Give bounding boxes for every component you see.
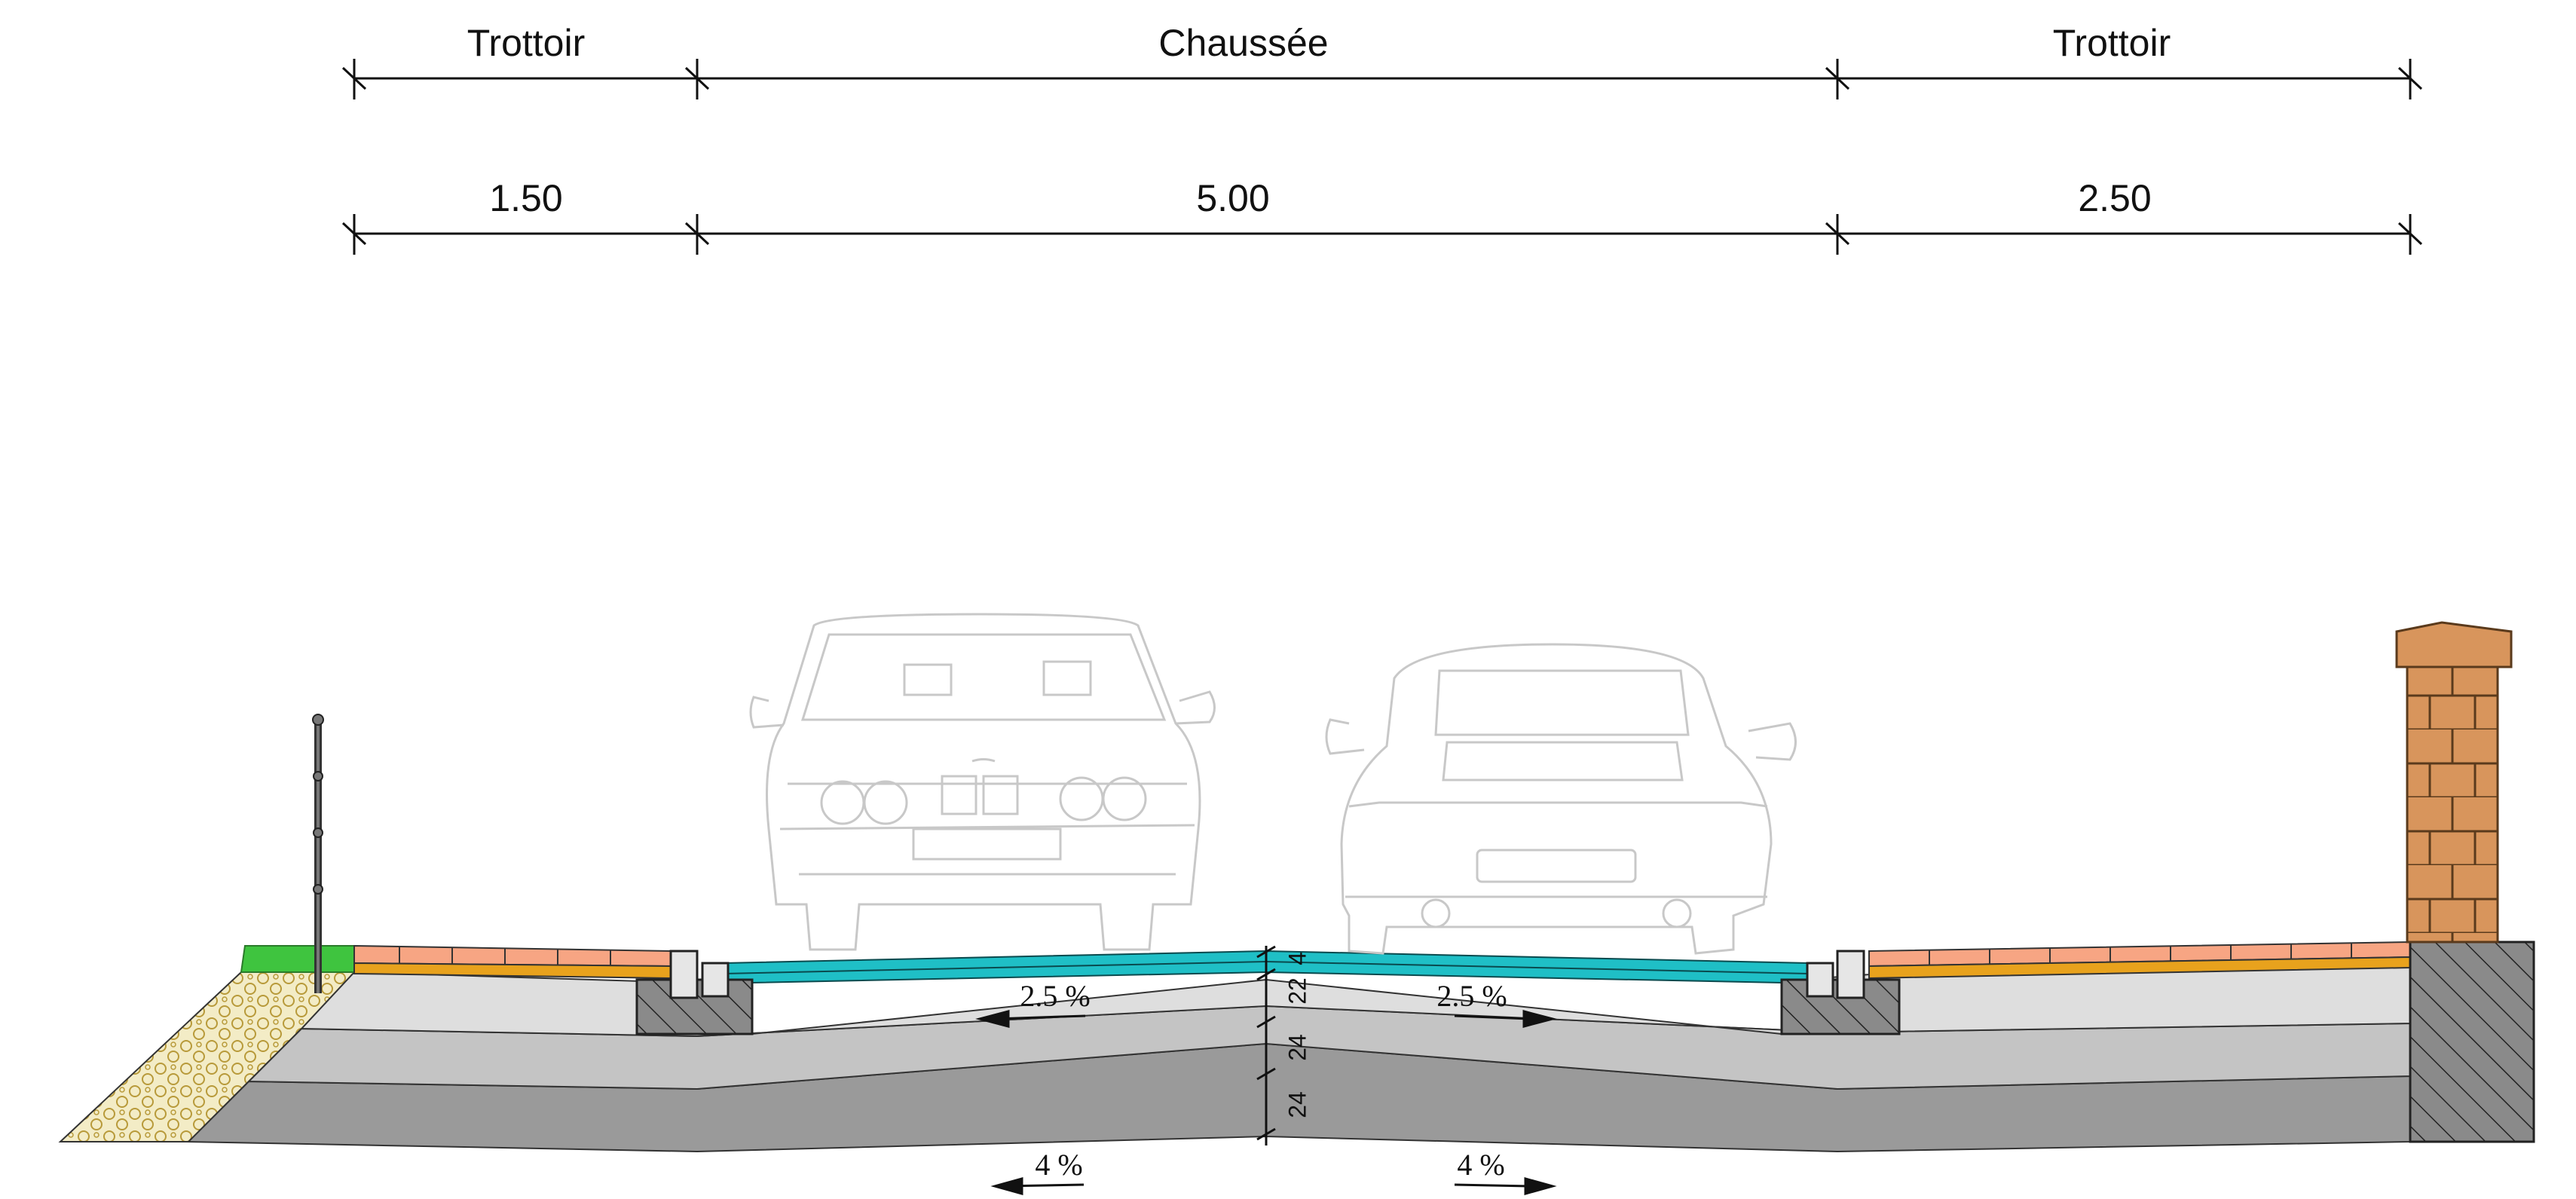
- width-label-roadway: 5.00: [1196, 177, 1270, 219]
- sidewalk-left: [353, 944, 672, 980]
- car-rear-view: [1325, 643, 1797, 955]
- brick-pillar: [2395, 621, 2513, 944]
- slope-label-base-right: 4 %: [1457, 1148, 1505, 1182]
- curb-left: [635, 950, 754, 1035]
- thickness-label-layer3: 24: [1283, 1091, 1311, 1118]
- slope-label-surface-right: 2.5 %: [1436, 979, 1507, 1013]
- car-front-view: [749, 613, 1216, 951]
- zone-label-roadway: Chaussée: [1158, 22, 1329, 64]
- zone-label-left-sidewalk: Trottoir: [467, 22, 586, 64]
- thickness-dimension: [1256, 945, 1276, 1145]
- slope-label-base-left: 4 %: [1035, 1148, 1083, 1182]
- wall-base: [2409, 941, 2535, 1143]
- thickness-label-surface: 4: [1283, 952, 1311, 965]
- curb-right: [1780, 950, 1901, 1035]
- dim-ticks: [341, 59, 2423, 255]
- grass-strip: [240, 945, 355, 973]
- slope-label-surface-left: 2.5 %: [1020, 979, 1091, 1013]
- slope-arrows: [975, 1010, 1557, 1195]
- thickness-label-layer2: 24: [1283, 1034, 1311, 1061]
- width-label-right-sidewalk: 2.50: [2078, 177, 2152, 219]
- width-label-left-sidewalk: 1.50: [489, 177, 563, 219]
- zone-label-right-sidewalk: Trottoir: [2052, 22, 2171, 64]
- thickness-label-layer1: 22: [1283, 977, 1311, 1005]
- dimension-lines: [341, 59, 2423, 255]
- post: [312, 714, 324, 993]
